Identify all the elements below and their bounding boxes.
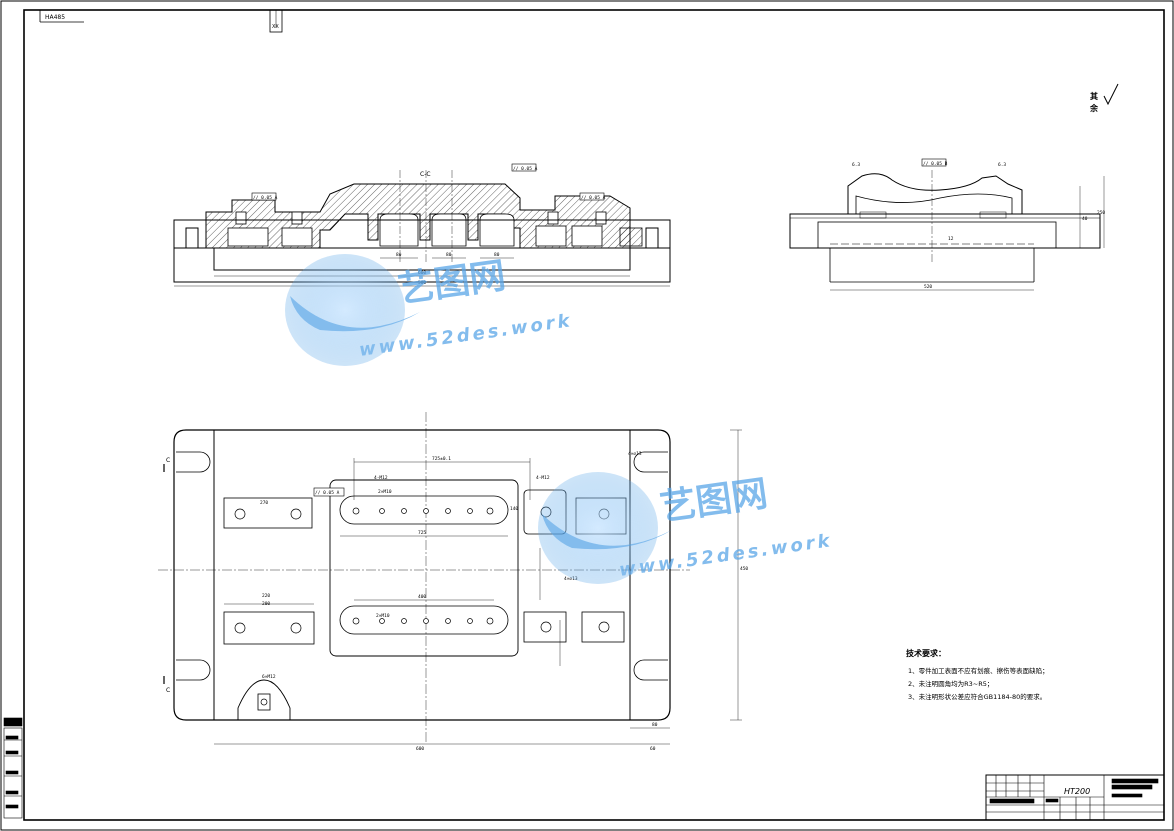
side-callout-2: 6.3: [998, 162, 1006, 168]
side-dim-1: 12: [948, 236, 954, 242]
side-tol-1: // 0.05 B: [923, 161, 948, 167]
roughness-note: 其 余: [1089, 83, 1119, 113]
tech-notes: 技术要求： 1、零件加工表面不应有划痕、擦伤等表面缺陷； 2、未注明圆角均为R3…: [906, 648, 1049, 701]
title-block: [985, 774, 1165, 821]
plan-dim-5: 4-M12: [536, 475, 550, 481]
tech-note-3: 3、未注明形状公差应符合GB1184-80的要求。: [908, 692, 1046, 701]
section-dim-1: 80: [396, 252, 402, 258]
ref-code: HA485: [45, 14, 65, 21]
material-label: HT200: [1064, 787, 1090, 796]
plan-view: [158, 412, 742, 745]
roughness-symbol: [1103, 83, 1119, 106]
tech-notes-title: 技术要求：: [906, 648, 946, 658]
plan-dim-11: 4×∅13: [564, 576, 578, 582]
plan-dim-2: 270: [260, 500, 268, 506]
section-tol-2: // 0.05 A: [513, 166, 538, 172]
section-dim-5: 500: [418, 280, 426, 286]
plan-dim-15: 450: [740, 566, 748, 572]
plan-dim-13: 200: [262, 601, 270, 607]
section-view: C-C: [173, 163, 671, 287]
plan-dim-7: 2×M10: [378, 489, 392, 495]
side-callout-1: 6.3: [852, 162, 860, 168]
roughness-label-1: 其: [1090, 91, 1098, 101]
top-tab: XX: [269, 9, 283, 33]
side-dim-4: 250: [1097, 210, 1105, 216]
section-marks: C C: [163, 457, 170, 694]
tech-note-2: 2、未注明圆角均为R3~R5；: [908, 679, 993, 688]
left-revision-strip: [3, 717, 23, 819]
plan-dim-18: 60: [650, 746, 656, 752]
section-label: C-C: [420, 171, 431, 178]
plan-dim-17: 80: [652, 722, 658, 728]
tech-note-1: 1、零件加工表面不应有划痕、擦伤等表面缺陷；: [908, 666, 1049, 675]
plan-dim-1: 725±0.1: [432, 456, 451, 462]
section-dim-2: 80: [446, 252, 452, 258]
section-mark-bottom: C: [166, 687, 170, 694]
plan-tol-1: // 0.05 A: [315, 490, 340, 496]
plan-dim-9: 400: [418, 594, 426, 600]
section-tol-3: // 0.05 A: [581, 195, 606, 201]
side-view-annotations: // 0.05 B 6.3 6.3 12 40 520 250: [852, 158, 1105, 290]
watermark-left: 艺图网 www.52des.work: [285, 254, 574, 366]
watermark-cn-right: 艺图网: [658, 473, 771, 529]
side-view: [789, 170, 1105, 291]
plan-dim-6: 725: [418, 530, 426, 536]
plan-dim-16: 600: [416, 746, 424, 752]
corner-code: XX: [272, 24, 279, 30]
section-dim-4: 600: [418, 270, 426, 276]
plan-dim-4: 140: [510, 506, 518, 512]
plan-dim-12: 220: [262, 593, 270, 599]
plan-dim-3: 4-M12: [374, 475, 388, 481]
roughness-label-2: 余: [1089, 103, 1099, 113]
section-tol-1: // 0.05 A: [253, 195, 278, 201]
side-dim-2: 40: [1082, 216, 1088, 222]
plan-dim-14: 6×M12: [262, 674, 276, 680]
watermark-right: 艺图网 www.52des.work: [538, 472, 834, 584]
plan-dim-8: 4×∅13: [628, 451, 642, 457]
section-dim-3: 80: [494, 252, 500, 258]
section-mark-top: C: [166, 457, 170, 464]
watermark-cn-left: 艺图网: [396, 255, 509, 311]
ref-code-box: HA485: [39, 10, 84, 23]
plan-dim-10: 2×M10: [376, 613, 390, 619]
side-dim-3: 520: [924, 284, 932, 290]
